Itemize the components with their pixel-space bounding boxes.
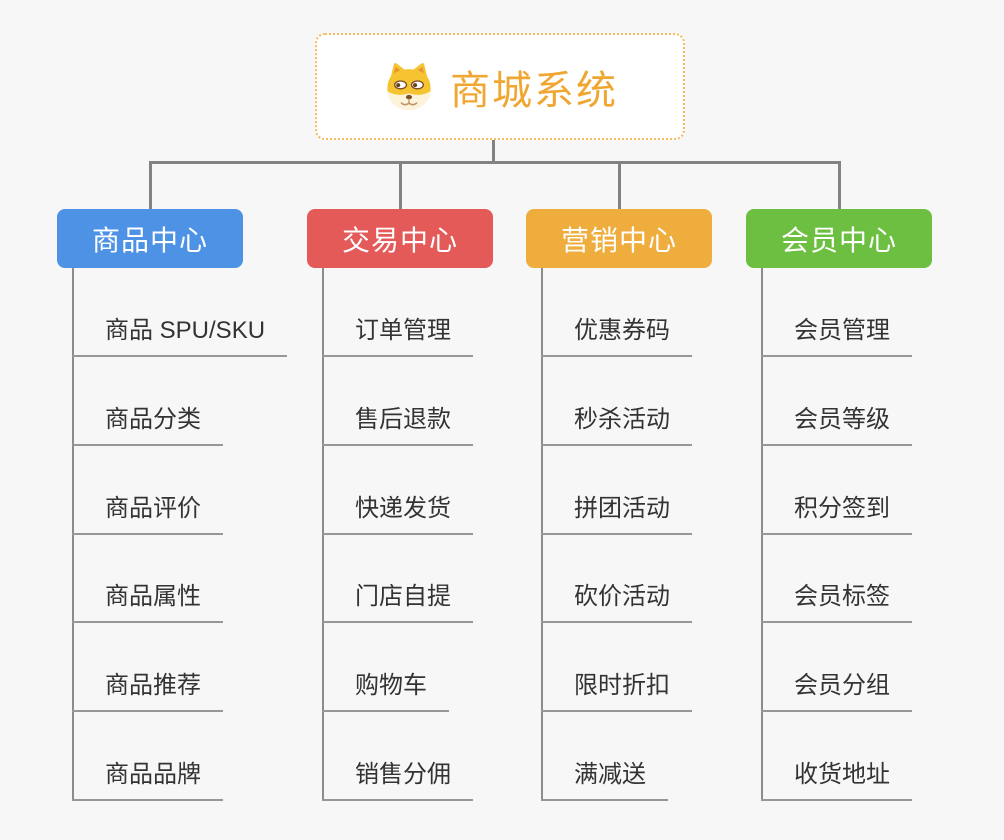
branch-children-trade: 订单管理 售后退款 快递发货 门店自提 购物车 销售分佣 [322,268,582,803]
leaf-node[interactable]: 会员等级 [761,405,912,446]
branch-children-marketing: 优惠券码 秒杀活动 拼团活动 砍价活动 限时折扣 满减送 [541,268,801,803]
root-node[interactable]: 商城系统 [315,33,685,140]
leaf-node[interactable]: 商品品牌 [72,760,223,801]
leaf-node[interactable]: 销售分佣 [322,760,473,801]
branch-children-member: 会员管理 会员等级 积分签到 会员标签 会员分组 收货地址 [761,268,1004,803]
leaf-node[interactable]: 门店自提 [322,582,473,623]
connector-drop-product [149,161,152,210]
dog-face-icon [387,62,431,110]
leaf-node[interactable]: 售后退款 [322,405,473,446]
leaf-node[interactable]: 购物车 [322,671,449,712]
connector-drop-member [838,161,841,210]
leaf-node[interactable]: 拼团活动 [541,494,692,535]
branch-children-product: 商品 SPU/SKU 商品分类 商品评价 商品属性 商品推荐 商品品牌 [72,268,332,803]
leaf-node[interactable]: 商品分类 [72,405,223,446]
leaf-node[interactable]: 优惠券码 [541,316,692,357]
connector-root-stem [492,140,495,164]
leaf-node[interactable]: 商品评价 [72,494,223,535]
leaf-node[interactable]: 订单管理 [322,316,473,357]
leaf-node[interactable]: 快递发货 [322,494,473,535]
leaf-node[interactable]: 限时折扣 [541,671,692,712]
branch-node-product-center[interactable]: 商品中心 [57,209,243,268]
leaf-node[interactable]: 会员标签 [761,582,912,623]
leaf-node[interactable]: 砍价活动 [541,582,692,623]
connector-bus [149,161,841,164]
connector-drop-marketing [618,161,621,210]
branch-node-marketing-center[interactable]: 营销中心 [526,209,712,268]
leaf-node[interactable]: 商品属性 [72,582,223,623]
leaf-node[interactable]: 商品 SPU/SKU [72,316,288,357]
leaf-node[interactable]: 满减送 [541,760,668,801]
leaf-node[interactable]: 会员分组 [761,671,912,712]
leaf-node[interactable]: 积分签到 [761,494,912,535]
leaf-node[interactable]: 商品推荐 [72,671,223,712]
leaf-node[interactable]: 会员管理 [761,316,912,357]
leaf-node[interactable]: 秒杀活动 [541,405,692,446]
branch-node-trade-center[interactable]: 交易中心 [307,209,493,268]
leaf-node[interactable]: 收货地址 [761,760,912,801]
root-title: 商城系统 [450,68,618,113]
branch-node-member-center[interactable]: 会员中心 [746,209,932,268]
connector-drop-trade [399,161,402,210]
